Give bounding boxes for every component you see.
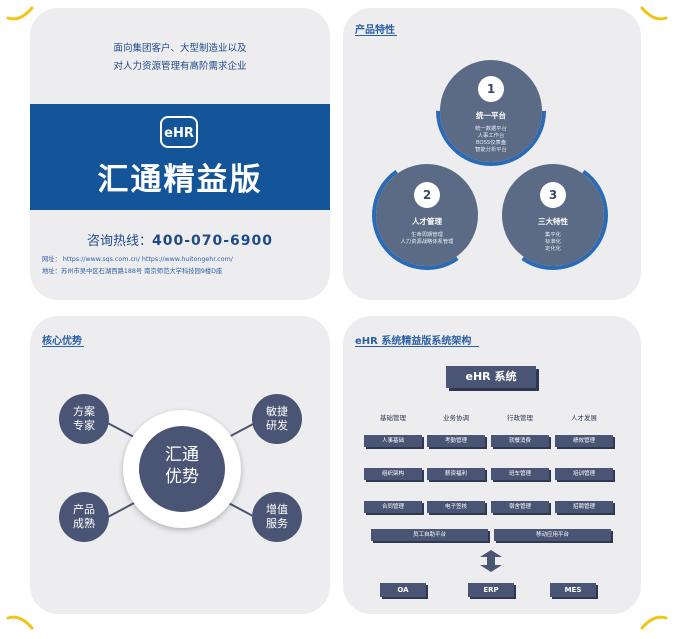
product-title: 汇通精益版 [97, 162, 263, 198]
module-box: 培训管理 [555, 468, 613, 480]
module-box: 绩效管理 [555, 435, 613, 447]
platform-box: 移动应用平台 [494, 529, 611, 541]
advantage-top-right: 敏捷 研发 [252, 394, 302, 444]
hotline: 咨询热线：400-070-6900 [30, 230, 330, 249]
feature-line: BOSS仪表盘 [475, 140, 507, 146]
module-box: 考勤管理 [427, 435, 485, 447]
double-arrow-icon [480, 550, 502, 572]
feature-line: 定化化 [545, 246, 561, 252]
corner-decoration-bottom-left-icon [6, 615, 34, 630]
center-line-1: 汇通 [165, 445, 199, 465]
ehr-logo: eHR [160, 116, 198, 148]
advantage-bottom-right: 增值 服务 [252, 492, 302, 542]
section-underline [355, 35, 397, 36]
feature-line: 集平化 [545, 232, 561, 238]
feature-title-3: 三大特性 [538, 217, 568, 226]
title-band [30, 104, 330, 210]
section-underline [42, 346, 84, 347]
advantage-top-left: 方案 专家 [59, 394, 109, 444]
platform-box: 员工自助平台 [371, 529, 488, 541]
center-text: 汇通 优势 [139, 444, 225, 488]
website-text: 网址： https://www.sqs.com.cn/ https://www.… [42, 256, 233, 263]
advantage-bottom-left: 产品 成熟 [59, 492, 109, 542]
module-box: 合同管理 [364, 501, 422, 513]
feature-number-3: 3 [540, 182, 566, 208]
corner-decoration-top-left-icon [6, 6, 34, 21]
column-header: 行政管理 [507, 414, 533, 422]
intro-panel: 面向集团客户、大型制造业以及 对人力资源管理有高阶需求企业 eHR 汇通精益版 … [30, 8, 330, 300]
intro-line-1: 面向集团客户、大型制造业以及 [113, 43, 247, 54]
feature-number-1: 1 [478, 76, 504, 102]
advantage-label: 增值 [266, 503, 288, 516]
advantage-label: 产品 [73, 503, 95, 516]
section-underline [355, 346, 479, 347]
column-header: 基础管理 [380, 414, 406, 422]
feature-title-1: 统一平台 [476, 111, 506, 120]
feature-title-2: 人才管理 [412, 217, 442, 226]
product-features-panel: 产品特性 1 统一平台 统一数据平台 人事工作台 BOSS仪表盘 智能分析平台 … [343, 8, 641, 300]
advantage-label: 服务 [266, 517, 288, 530]
feature-line: 标准化 [545, 239, 561, 245]
feature-line: 人事工作台 [477, 133, 505, 139]
center-circle-inner [139, 426, 225, 512]
integration-box: OA [380, 583, 426, 597]
feature-line: 人力资源战略体系管理 [400, 239, 454, 245]
section-title-advantages: 核心优势 [42, 336, 82, 347]
column-header: 人才发展 [571, 414, 597, 422]
advantage-label: 专家 [73, 419, 95, 432]
integration-box: MES [550, 583, 596, 597]
ehr-system-box: eHR 系统 [446, 366, 536, 388]
intro-line-2: 对人力资源管理有高阶需求企业 [113, 61, 247, 72]
module-box: 招聘管理 [555, 501, 613, 513]
center-line-2: 优势 [165, 467, 199, 487]
feature-line: 生命周期管理 [411, 232, 443, 238]
core-advantages-panel: 核心优势 汇通 优势 方案 专家 敏捷 研发 产品 成熟 增值 服务 [30, 316, 330, 614]
corner-decoration-bottom-right-icon [640, 615, 668, 630]
feature-circle-2 [376, 164, 478, 266]
module-box: 班车管理 [491, 468, 549, 480]
section-title-features: 产品特性 [355, 25, 395, 36]
module-box: 就餐消费 [491, 435, 549, 447]
module-box: 宿舍管理 [491, 501, 549, 513]
hotline-number: 400-070-6900 [151, 233, 274, 249]
section-title-architecture: eHR 系统精益版系统架构 [355, 336, 472, 347]
corner-decoration-top-right-icon [640, 6, 668, 21]
hotline-label: 咨询热线： [86, 234, 152, 249]
feature-line: 统一数据平台 [475, 126, 507, 132]
module-box: 人事基础 [364, 435, 422, 447]
advantage-label: 研发 [266, 419, 288, 432]
feature-circle-3 [502, 164, 604, 266]
module-box: 电子签核 [427, 501, 485, 513]
integration-box: ERP [468, 583, 514, 597]
module-box: 组织架构 [364, 468, 422, 480]
address-text: 地址：苏州市吴中区石湖西路188号 南京师范大学科技园9楼D座 [42, 268, 223, 275]
column-header: 业务协调 [443, 414, 469, 422]
feature-line: 智能分析平台 [475, 147, 507, 153]
feature-number-2: 2 [414, 182, 440, 208]
advantage-label: 敏捷 [266, 405, 288, 418]
module-box: 薪资福利 [427, 468, 485, 480]
architecture-panel: eHR 系统精益版系统架构 eHR 系统 基础管理 业务协调 行政管理 人才发展… [343, 316, 641, 614]
advantage-label: 成熟 [73, 517, 95, 530]
advantage-label: 方案 [73, 405, 95, 418]
